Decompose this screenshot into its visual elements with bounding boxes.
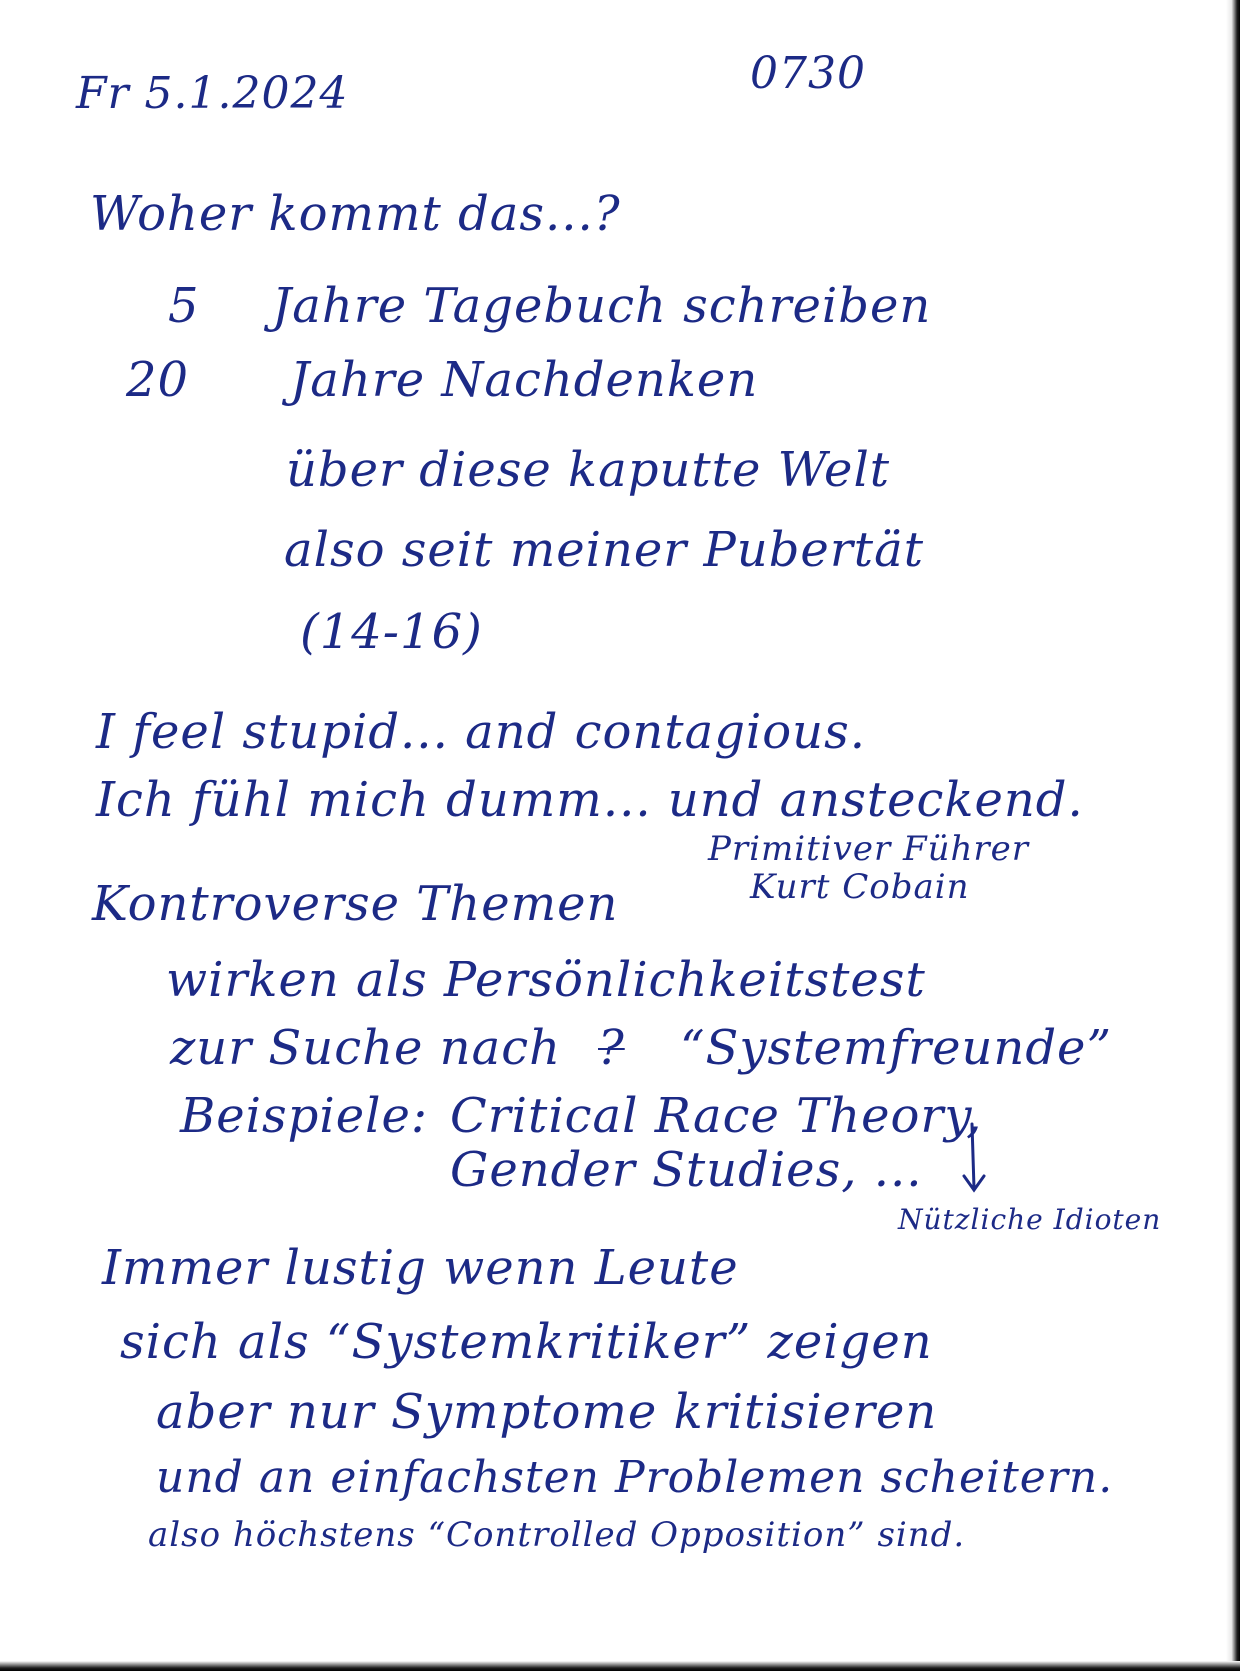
line-fail-simple-problems: und an einfachsten Problemen scheitern. xyxy=(156,1452,1114,1503)
scan-edge-bottom xyxy=(0,1661,1240,1671)
line-years-thinking: Jahre Nachdenken xyxy=(290,352,759,408)
scan-edge-right xyxy=(1226,0,1240,1671)
line-broken-world: über diese kaputte Welt xyxy=(286,442,891,498)
side-note-useful-idiots: Nützliche Idioten xyxy=(898,1203,1162,1236)
controversial-topics-heading: Kontroverse Themen xyxy=(92,876,619,932)
line-number-5: 5 xyxy=(168,278,200,334)
line-search-prefix: zur Suche nach xyxy=(170,1020,561,1076)
line-criticize-symptoms: aber nur Symptome kritisieren xyxy=(156,1384,938,1440)
line-number-20: 20 xyxy=(126,352,190,408)
english-quote: I feel stupid... and contagious. xyxy=(96,704,866,760)
struck-out-word: ? xyxy=(598,1020,625,1076)
examples-label: Beispiele: xyxy=(180,1088,429,1144)
line-always-funny: Immer lustig wenn Leute xyxy=(102,1240,739,1296)
system-friends-quote: “Systemfreunde” xyxy=(680,1020,1112,1076)
arrow-down-icon xyxy=(962,1122,986,1193)
entry-date: Fr 5.1.2024 xyxy=(76,68,349,119)
entry-time: 0730 xyxy=(750,48,866,99)
line-system-critics: sich als “Systemkritiker” zeigen xyxy=(120,1314,933,1370)
german-quote: Ich fühl mich dumm... und ansteckend. xyxy=(96,772,1084,828)
note-primitive-leader: Primitiver Führer xyxy=(708,829,1030,869)
examples-line2: Gender Studies, ... xyxy=(450,1142,923,1198)
line-since-puberty: also seit meiner Pubertät xyxy=(284,522,924,578)
note-kurt-cobain: Kurt Cobain xyxy=(750,867,970,907)
line-controlled-opposition: also höchstens “Controlled Opposition” s… xyxy=(148,1515,966,1555)
line-age-range: (14-16) xyxy=(300,604,483,660)
line-personality-test: wirken als Persönlichkeitstest xyxy=(166,952,926,1008)
examples-line1: Critical Race Theory, xyxy=(450,1088,983,1144)
line-years-diary: Jahre Tagebuch schreiben xyxy=(272,278,932,334)
question-heading: Woher kommt das...? xyxy=(90,186,621,242)
